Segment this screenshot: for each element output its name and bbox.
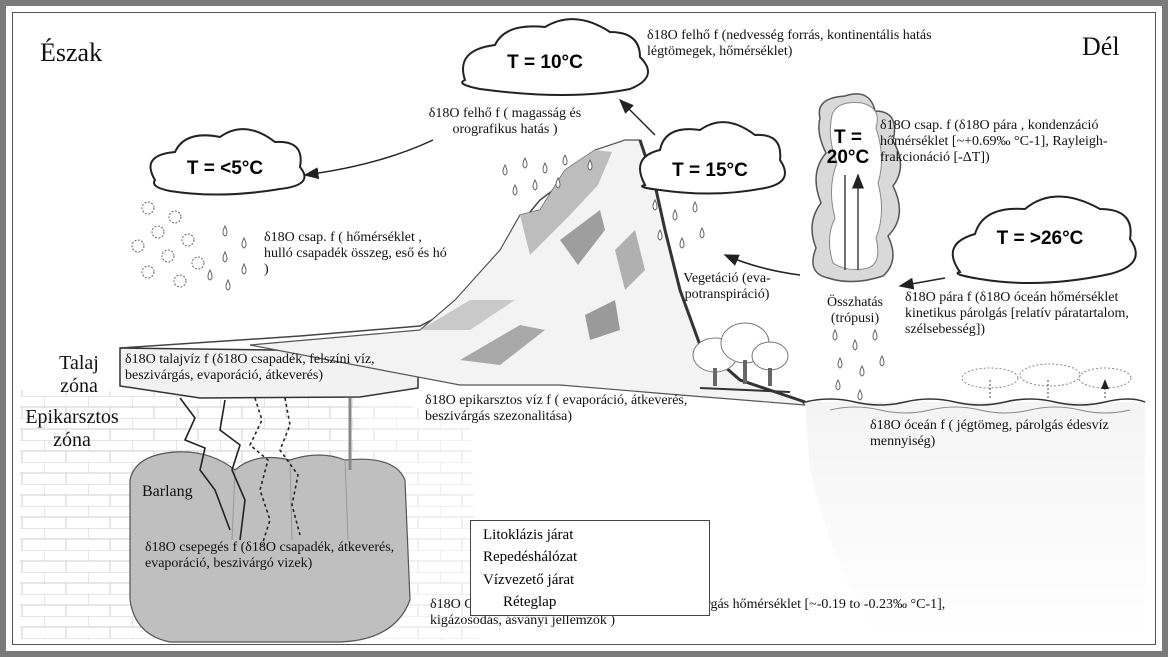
north-label: Észak: [40, 38, 102, 68]
eq-vapor: δ18O pára f (δ18O óceán hőmérséklet kine…: [905, 290, 1150, 338]
cave-label: Barlang: [142, 483, 193, 501]
eq-precip-temp: δ18O csap. f ( hőmérséklet , hulló csapa…: [264, 230, 454, 278]
cloud-mid-shape: [640, 122, 785, 193]
legend-item-fracture: Repedéshálózat: [483, 549, 577, 566]
eq-cloud-source: δ18O felhő f (nedvesség forrás, kontinen…: [647, 28, 992, 60]
cloud-tall-temp: T = 20°C: [820, 128, 876, 168]
legend-item-bedding: Réteglap: [503, 594, 556, 611]
legend-item-lithoclase: Litoklázis járat: [483, 527, 573, 544]
combined-label: Összhatás (trópusi): [815, 295, 895, 327]
eq-cloud-altitude: δ18O felhő f ( magasság és orografikus h…: [405, 106, 605, 138]
cloud-ocean-temp: T = >26°C: [965, 228, 1115, 250]
snowflakes: [132, 202, 204, 287]
legend-item-conduit: Vízvezető járat: [483, 572, 574, 589]
eq-groundwater: δ18O talajvíz f (δ18O csapadék, felszíni…: [125, 352, 425, 384]
eq-drip: δ18O csepegés f (δ18O csapadék, átkeveré…: [145, 540, 395, 572]
evaporation-clouds: [962, 364, 1131, 398]
cloud-left-temp: T = <5°C: [160, 158, 290, 180]
soil-zone-label: Talaj zóna: [48, 352, 110, 398]
eq-ocean: δ18O óceán f ( jégtömeg, párolgás édesví…: [870, 418, 1110, 450]
epikarst-zone-label: Epikarsztos zóna: [22, 406, 122, 452]
south-label: Dél: [1082, 32, 1120, 62]
vegetation-label: Vegetáció (eva-potranspiráció): [662, 271, 792, 303]
eq-epikarst: δ18O epikarsztos víz f ( evaporáció, átk…: [425, 393, 725, 425]
cloud-mid-temp: T = 15°C: [655, 160, 765, 182]
cloud-top-temp: T = 10°C: [470, 52, 620, 74]
legend: Litoklázis járat Repedéshálózat Vízvezet…: [470, 520, 710, 616]
eq-precip-condensation: δ18O csap. f (δ18O pára , kondenzáció hő…: [880, 118, 1142, 166]
